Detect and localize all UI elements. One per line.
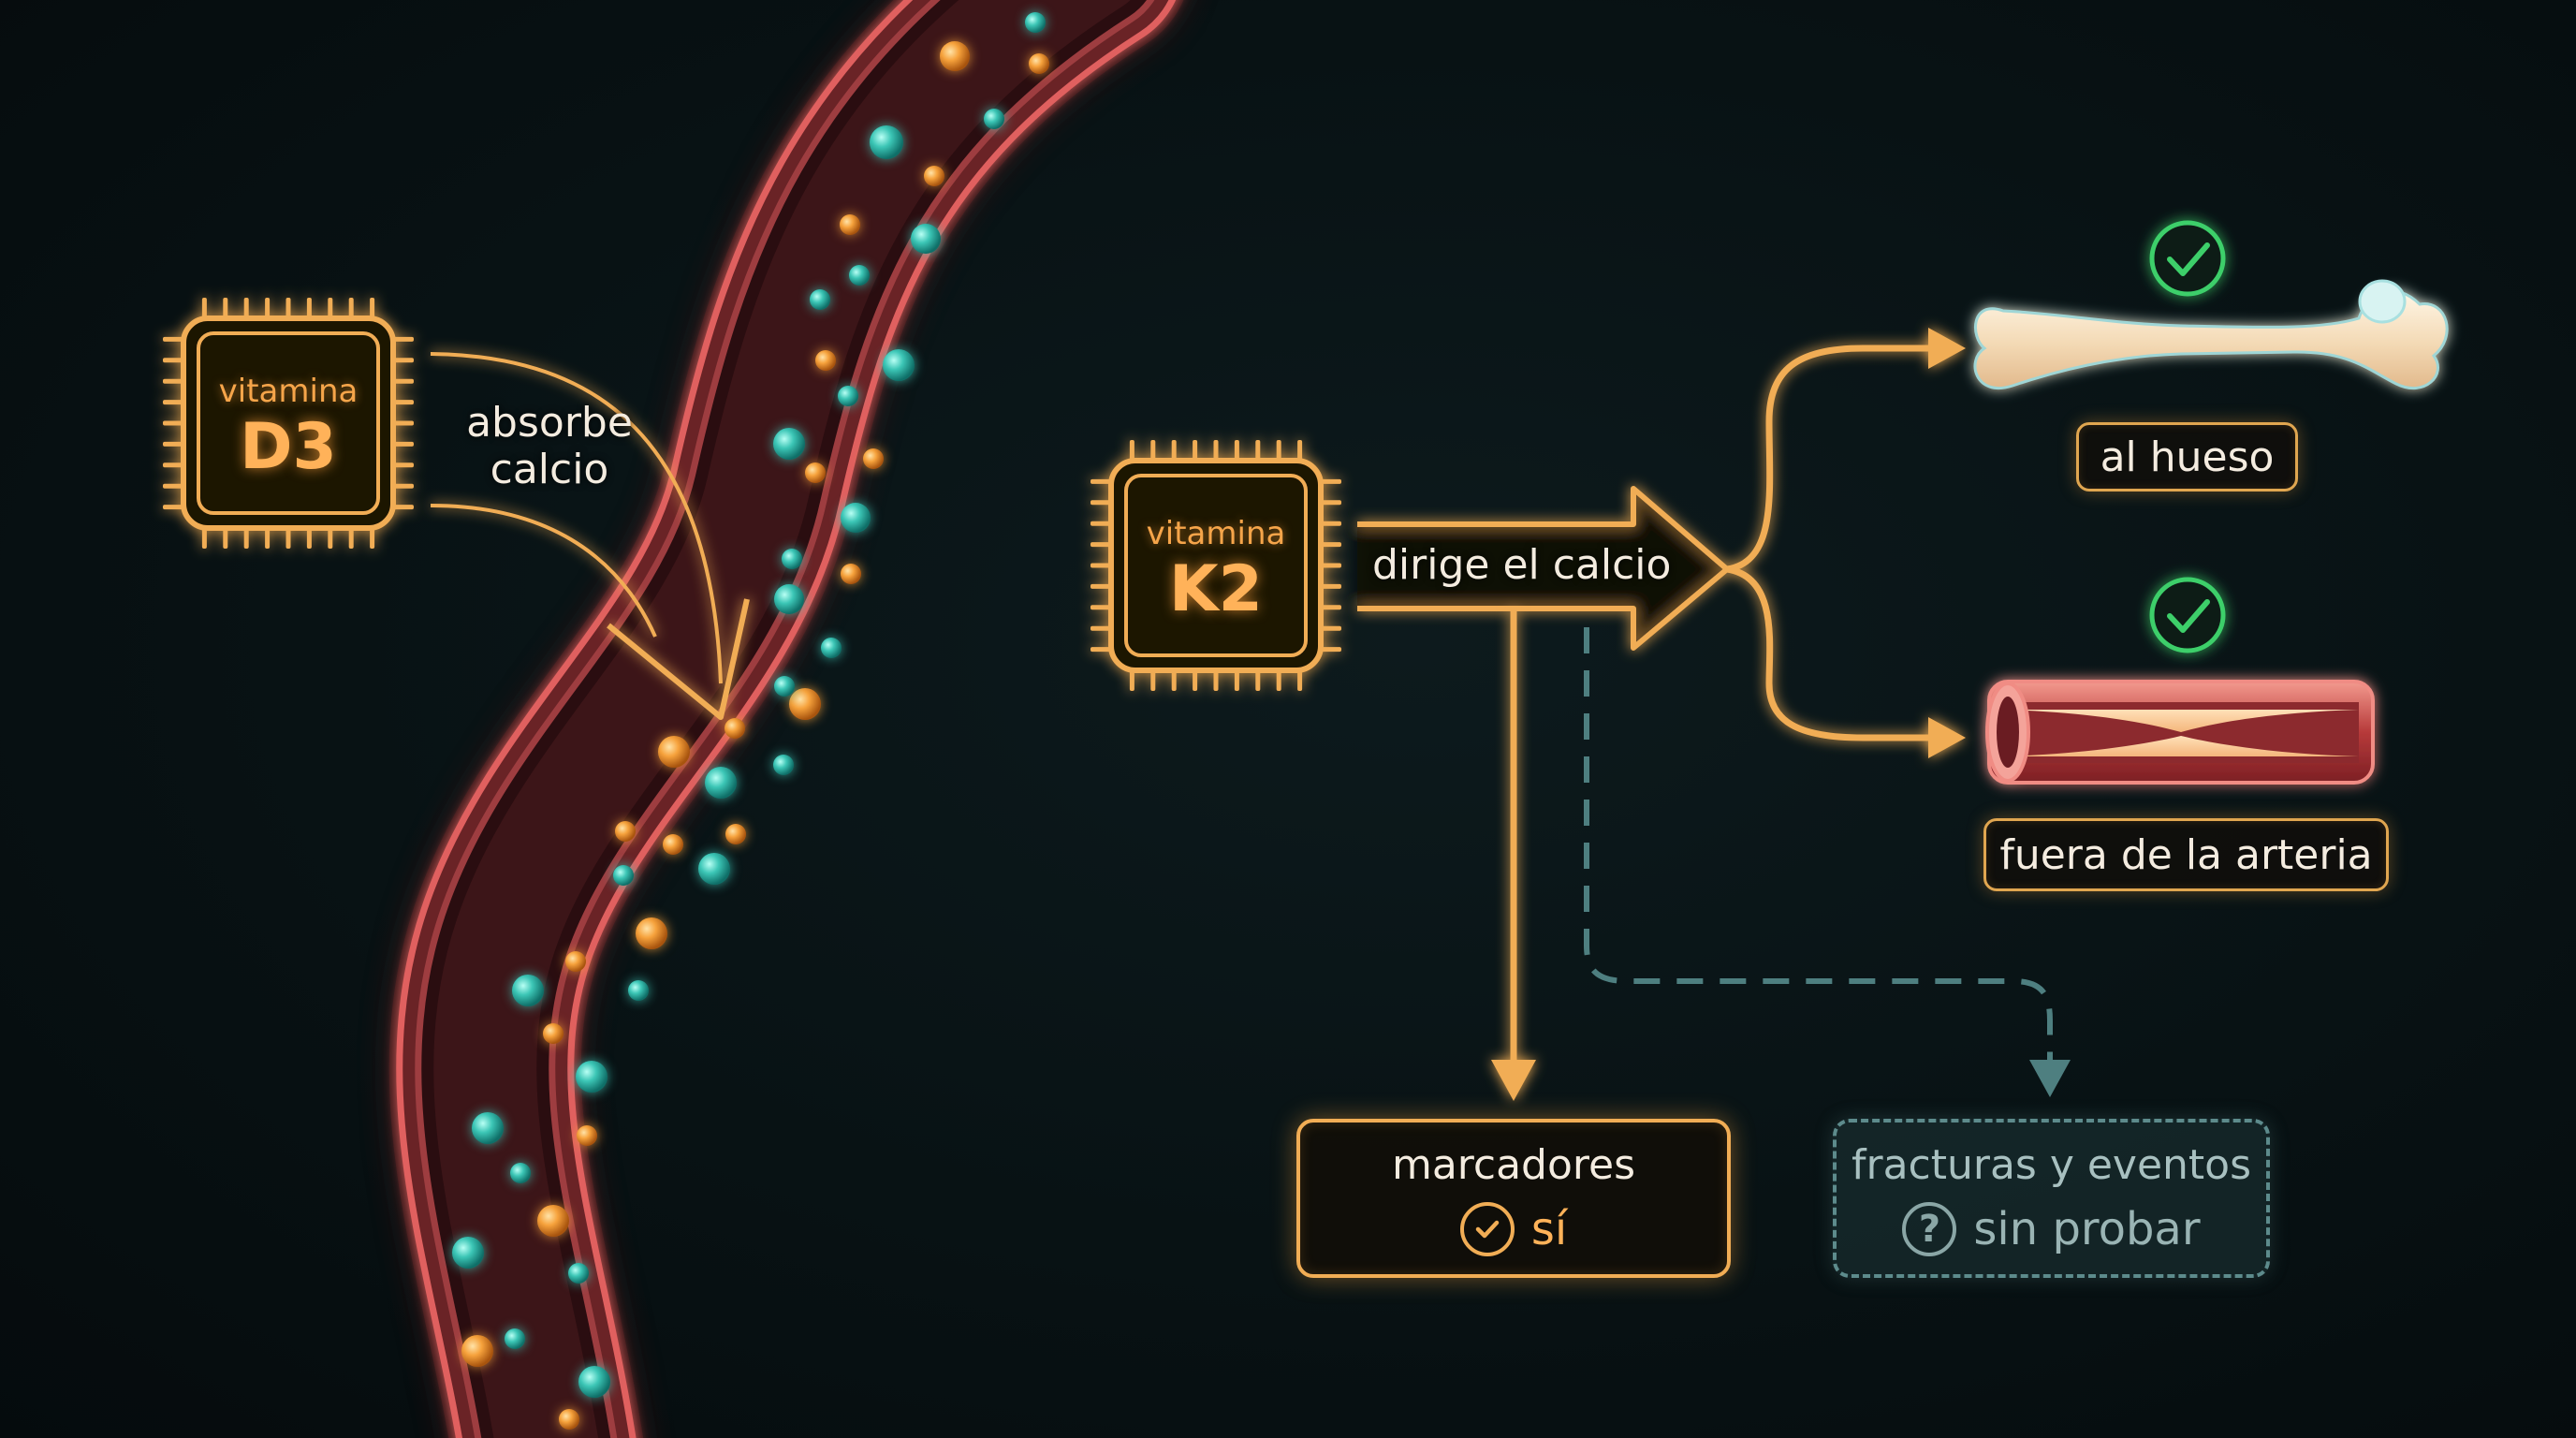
bone-check-circle-icon	[2149, 220, 2226, 297]
events-status-row: ? sin probar	[1902, 1201, 2201, 1256]
calcium-particle	[537, 1205, 569, 1237]
markers-status: sí	[1530, 1202, 1568, 1255]
calcium-particle	[911, 224, 941, 254]
calcium-particle	[810, 289, 830, 310]
events-dashed-arrow	[1584, 627, 2071, 1097]
calcium-particle	[512, 975, 544, 1006]
markers-arrow	[1491, 610, 1536, 1101]
calcium-particle	[658, 736, 690, 768]
calcium-particle	[613, 865, 634, 886]
calcium-particle	[883, 349, 915, 381]
calcium-particle	[705, 767, 737, 799]
blood-vessel	[388, 0, 1183, 1438]
bone-outcome-label: al hueso	[2100, 433, 2275, 481]
calcium-particle	[984, 109, 1004, 129]
calcium-particle	[472, 1112, 504, 1144]
calcium-particle	[577, 1125, 597, 1146]
question-circle-icon: ?	[1902, 1201, 1957, 1256]
calcium-particle	[698, 853, 730, 885]
calcium-particles	[452, 12, 1049, 1430]
vitamin-d3-chip-icon	[163, 298, 414, 549]
artery-outcome-tag: fuera de la arteria	[1983, 818, 2389, 891]
calcium-particle	[841, 503, 871, 533]
bone-outcome-tag: al hueso	[2076, 422, 2298, 492]
events-title: fracturas y eventos	[1851, 1140, 2252, 1189]
calcium-particle	[773, 755, 794, 775]
absorb-label-line2: calcio	[490, 446, 609, 493]
calcium-particle	[774, 584, 804, 614]
calcium-particle	[774, 676, 795, 697]
calcium-particle	[815, 350, 836, 371]
markers-title: marcadores	[1391, 1140, 1636, 1189]
calcium-particle	[559, 1409, 579, 1430]
calcium-particle	[576, 1061, 607, 1093]
events-box: fracturas y eventos ? sin probar	[1833, 1119, 2270, 1278]
absorb-arrow	[430, 352, 750, 720]
calcium-particle	[663, 834, 683, 855]
vitamin-d3-big-label: D3	[240, 410, 337, 484]
calcium-particle	[1029, 53, 1049, 74]
calcium-particle	[1025, 12, 1046, 33]
vitamin-d3-small-label: vitamina	[218, 373, 359, 410]
calcium-particle	[725, 824, 746, 844]
calcium-particle	[940, 41, 970, 71]
vitamin-k2-chip-icon	[1090, 440, 1341, 691]
artery-icon	[1985, 680, 2375, 785]
calcium-particle	[543, 1023, 564, 1044]
calcium-particle	[578, 1366, 610, 1398]
calcium-particle	[805, 462, 826, 483]
artery-outcome-label: fuera de la arteria	[1999, 830, 2373, 879]
calcium-particle	[628, 980, 649, 1001]
calcium-particle	[510, 1163, 531, 1183]
calcium-particle	[841, 564, 861, 584]
calcium-particle	[870, 125, 903, 159]
calcium-particle	[838, 386, 858, 406]
vitamin-k2-small-label: vitamina	[1146, 515, 1286, 552]
calcium-particle	[863, 448, 884, 469]
calcium-particle	[773, 428, 805, 460]
calcium-particle	[782, 549, 802, 569]
markers-box: marcadores sí	[1296, 1119, 1731, 1278]
artery-check-circle-icon	[2149, 577, 2226, 653]
direct-label: dirige el calcio	[1372, 541, 1672, 589]
calcium-particle	[568, 1263, 589, 1284]
calcium-particle	[821, 638, 842, 658]
markers-status-row: sí	[1459, 1201, 1568, 1256]
calcium-particle	[461, 1335, 493, 1367]
calcium-particle	[452, 1237, 484, 1269]
check-circle-icon	[1459, 1201, 1515, 1256]
calcium-particle	[636, 917, 667, 949]
calcium-particle	[849, 265, 870, 286]
calcium-particle	[724, 718, 745, 739]
vitamin-k2-big-label: K2	[1168, 552, 1263, 626]
calcium-particle	[505, 1328, 525, 1349]
fork-arrows	[1726, 328, 1966, 758]
calcium-particle	[924, 166, 944, 186]
calcium-particle	[565, 951, 586, 972]
events-status: sin probar	[1973, 1202, 2201, 1255]
bone-icon	[1973, 279, 2449, 390]
calcium-particle	[789, 688, 821, 720]
calcium-particle	[840, 214, 860, 235]
calcium-particle	[615, 821, 636, 842]
absorb-label-line1: absorbe	[466, 399, 633, 447]
